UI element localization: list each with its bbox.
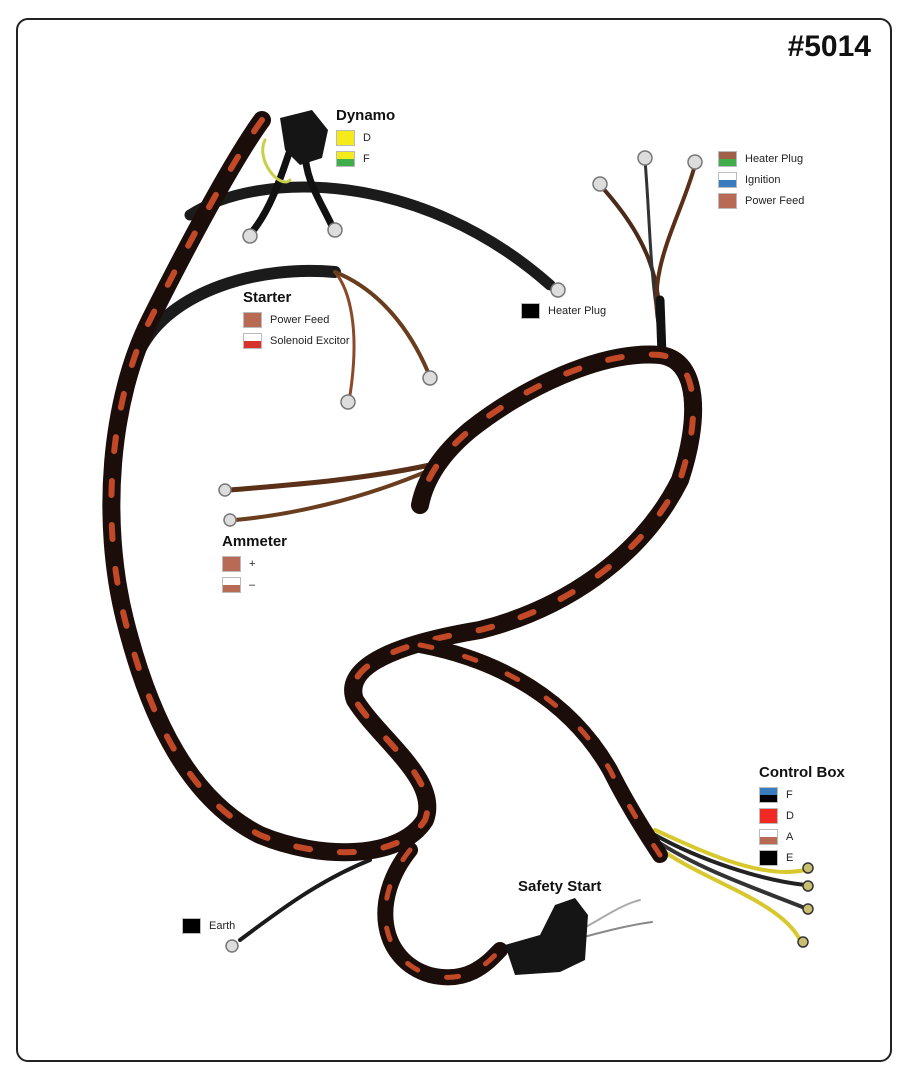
diagram-frame (16, 18, 892, 1062)
legend-title: Starter (243, 289, 292, 306)
safety-start-branch (377, 842, 508, 986)
legend-item: E (759, 847, 845, 868)
heater-branch-sleeve (655, 295, 667, 360)
legend-title: Control Box (759, 764, 845, 781)
control-wire-3 (653, 838, 807, 910)
wire-color-swatch (759, 786, 778, 803)
legend-label: D (363, 131, 371, 144)
legend-item: F (336, 148, 395, 169)
legend-label: Power Feed (270, 313, 330, 326)
wire-color-swatch (336, 129, 355, 146)
legend-earth: Earth (182, 915, 235, 936)
legend-label: F (786, 788, 793, 801)
legend-item: Solenoid Excitor (243, 330, 350, 351)
legend-item: + (222, 553, 287, 574)
wire-color-swatch (718, 171, 737, 188)
legend-label: A (786, 830, 794, 843)
legend-label: Power Feed (745, 194, 805, 207)
legend-safety-start: Safety Start (518, 878, 601, 898)
legend-item: Ignition (718, 169, 804, 190)
legend-item: A (759, 826, 845, 847)
legend-item: D (759, 805, 845, 826)
wire-color-swatch (243, 332, 262, 349)
wire-color-swatch (759, 828, 778, 845)
wire-color-swatch (222, 555, 241, 572)
legend-label: + (249, 557, 256, 570)
wire-color-swatch (222, 576, 241, 593)
dynamo-connector (280, 110, 328, 165)
wire-color-swatch (182, 917, 201, 934)
control-box-branch (412, 637, 668, 863)
legend-title: Dynamo (336, 107, 396, 124)
legend-item: – (222, 574, 287, 595)
earth-wire (238, 858, 372, 942)
legend-item: F (759, 784, 845, 805)
wire-color-swatch (521, 302, 540, 319)
legend-title: Ammeter (222, 533, 288, 550)
legend-label: Solenoid Excitor (270, 334, 350, 347)
wire-color-swatch (759, 849, 778, 866)
ring-terminals (218, 150, 703, 953)
legend-title: Safety Start (518, 878, 602, 895)
legend-label: Ignition (745, 173, 781, 186)
legend-label: D (786, 809, 794, 822)
wire-color-swatch (336, 150, 355, 167)
legend-item: Earth (182, 915, 235, 936)
control-wire-2 (653, 833, 807, 887)
legend-item: D (336, 127, 395, 148)
legend-item: Power Feed (243, 309, 350, 330)
ammeter-wire-minus (233, 468, 432, 522)
wire-color-swatch (718, 150, 737, 167)
dynamo-tie (261, 138, 292, 184)
legend-item: Heater Plug (718, 148, 804, 169)
wire-color-swatch (718, 192, 737, 209)
control-wire-4 (653, 843, 802, 942)
part-number: #5014 (787, 30, 871, 63)
control-wire-1 (653, 828, 807, 874)
wire-color-swatch (243, 311, 262, 328)
legend-label: Heater Plug (745, 152, 804, 165)
legend-heater-plug: Heater Plug (521, 300, 606, 321)
dynamo-wire-d (248, 146, 294, 236)
legend-item: Power Feed (718, 190, 804, 211)
legend-label: F (363, 152, 370, 165)
legend-ammeter: Ammeter + – (222, 533, 287, 595)
safety-start-switch (505, 898, 588, 975)
wire-color-swatch (759, 807, 778, 824)
legend-item: Heater Plug (521, 300, 606, 321)
legend-label: Earth (209, 919, 236, 932)
ammeter-wire-plus (227, 462, 433, 493)
starter-wire-1 (333, 270, 356, 397)
main-harness (102, 111, 703, 862)
legend-label: E (786, 851, 794, 864)
legend-label: – (249, 578, 256, 591)
starter-wire-2 (333, 270, 430, 374)
legend-label: Heater Plug (548, 304, 607, 317)
